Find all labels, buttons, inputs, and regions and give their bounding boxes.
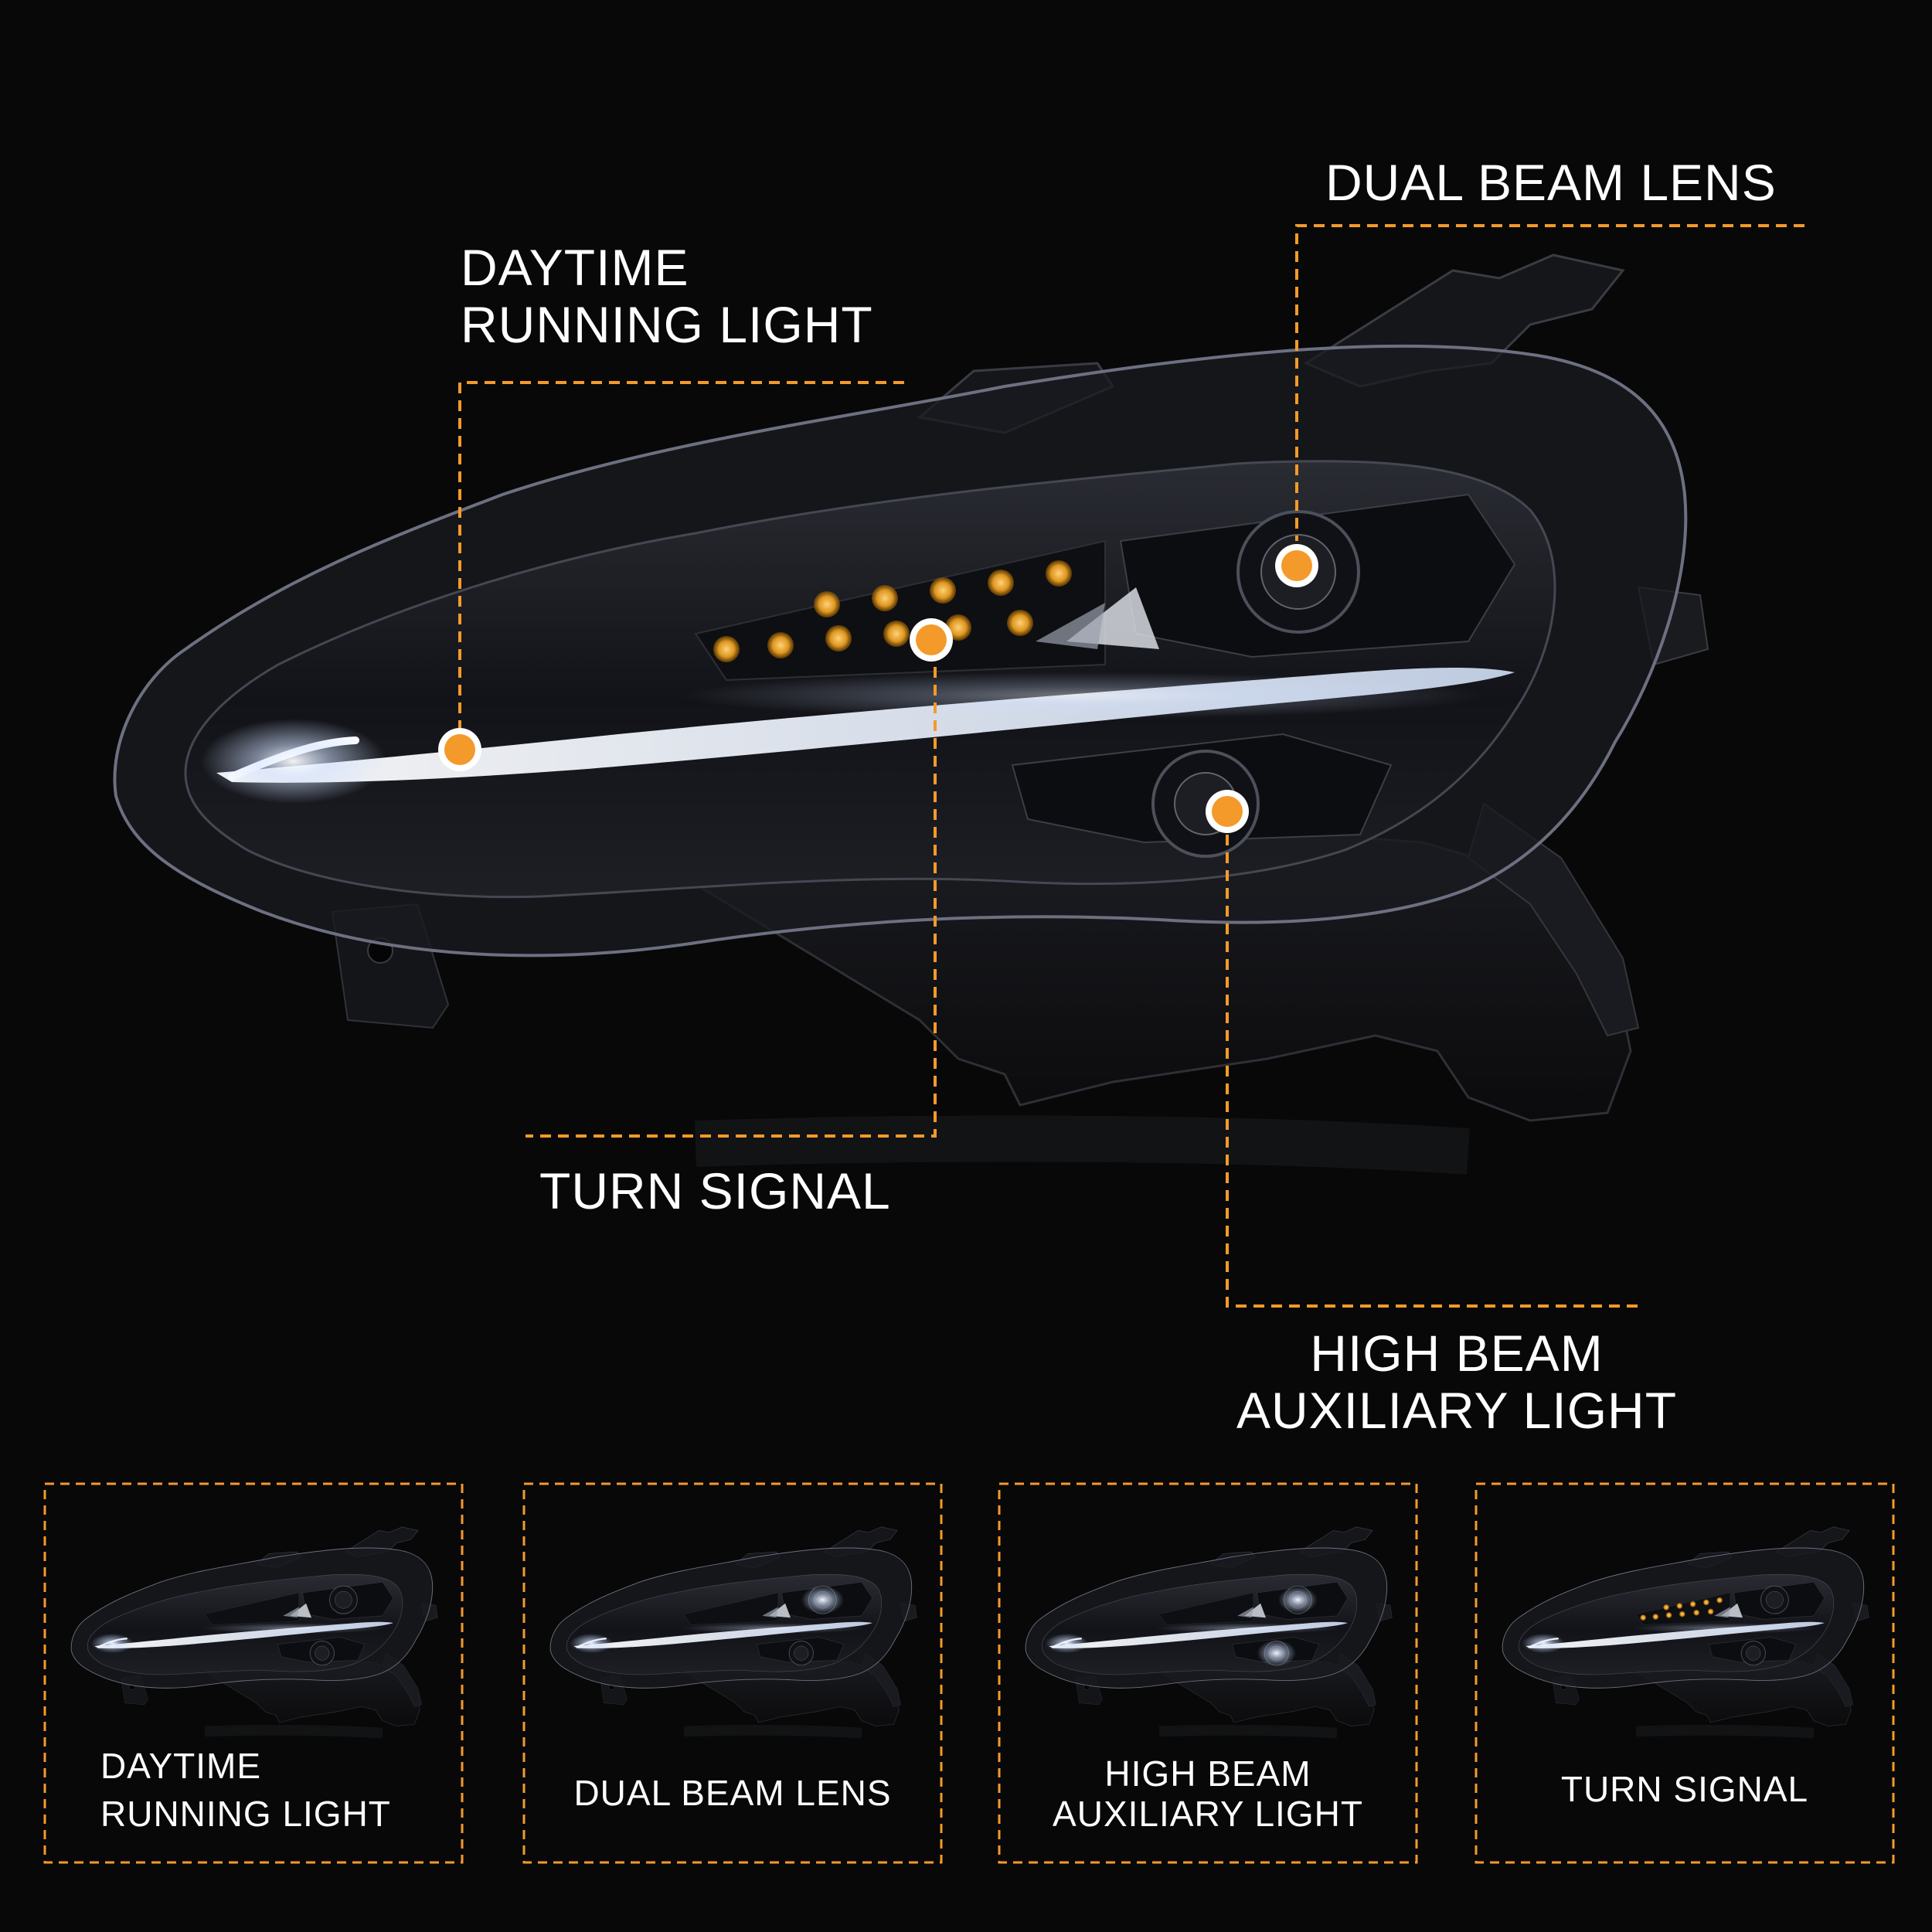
high-beam-leader-line [1226, 835, 1642, 1308]
drl-callout-line1: DAYTIME [461, 239, 689, 296]
drl-hotspot-marker [438, 728, 481, 771]
high-beam-hotspot-marker [1206, 790, 1249, 833]
dual-beam-callout-line1: DUAL BEAM LENS [1325, 154, 1777, 211]
thumbnail-high-beam-frame [998, 1482, 1418, 1864]
dual-beam-hotspot-marker [1275, 544, 1318, 587]
turn-signal-hotspot-marker [910, 618, 953, 662]
thumbnail-dual-beam-caption: DUAL BEAM LENS [524, 1773, 941, 1814]
callout-markers [438, 544, 1318, 833]
headlight-high-beam-on-image [1026, 1527, 1392, 1733]
turn-signal-leader-line [526, 649, 937, 1138]
thumbnail-dual-beam-frame [522, 1482, 943, 1864]
thumbnail-dual-beam-caption-line1: DUAL BEAM LENS [573, 1773, 892, 1813]
thumbnail-turn-signal-caption: TURN SIGNAL [1476, 1769, 1893, 1810]
turn-signal-callout-label: TURN SIGNAL [539, 1162, 891, 1220]
dual-beam-leader-line [1295, 224, 1804, 541]
dual-beam-callout-label: DUAL BEAM LENS [1325, 154, 1777, 212]
high-beam-callout-label: HIGH BEAM AUXILIARY LIGHT [1229, 1325, 1685, 1440]
headlight-dual-beam-on-image [550, 1527, 917, 1733]
turn-signal-callout-line1: TURN SIGNAL [539, 1162, 891, 1219]
drl-leader-line [458, 381, 904, 750]
thumbnail-turn-signal-caption-line1: TURN SIGNAL [1560, 1769, 1809, 1809]
thumbnail-drl-caption-line2: RUNNING LIGHT [100, 1793, 391, 1834]
thumbnail-turn-signal-frame [1475, 1482, 1895, 1864]
thumbnail-drl-caption: DAYTIME RUNNING LIGHT [100, 1746, 391, 1834]
drl-callout-label: DAYTIME RUNNING LIGHT [461, 239, 873, 354]
thumbnail-drl-frame [43, 1482, 464, 1864]
callout-lines [458, 224, 1804, 1308]
thumbnail-drl-caption-line1: DAYTIME [100, 1746, 262, 1786]
high-beam-callout-line2: AUXILIARY LIGHT [1236, 1381, 1678, 1439]
thumbnail-row [43, 1482, 1895, 1864]
thumbnail-high-beam-caption: HIGH BEAM AUXILIARY LIGHT [999, 1753, 1417, 1834]
thumbnail-high-beam-caption-line2: AUXILIARY LIGHT [1053, 1793, 1363, 1834]
high-beam-callout-line1: HIGH BEAM [1310, 1325, 1604, 1382]
thumbnail-high-beam-caption-line1: HIGH BEAM [1104, 1753, 1311, 1794]
drl-callout-line2: RUNNING LIGHT [461, 295, 873, 353]
